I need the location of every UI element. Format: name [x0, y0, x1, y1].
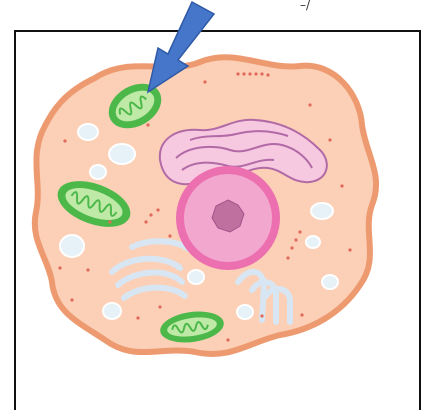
nucleus [176, 166, 280, 270]
